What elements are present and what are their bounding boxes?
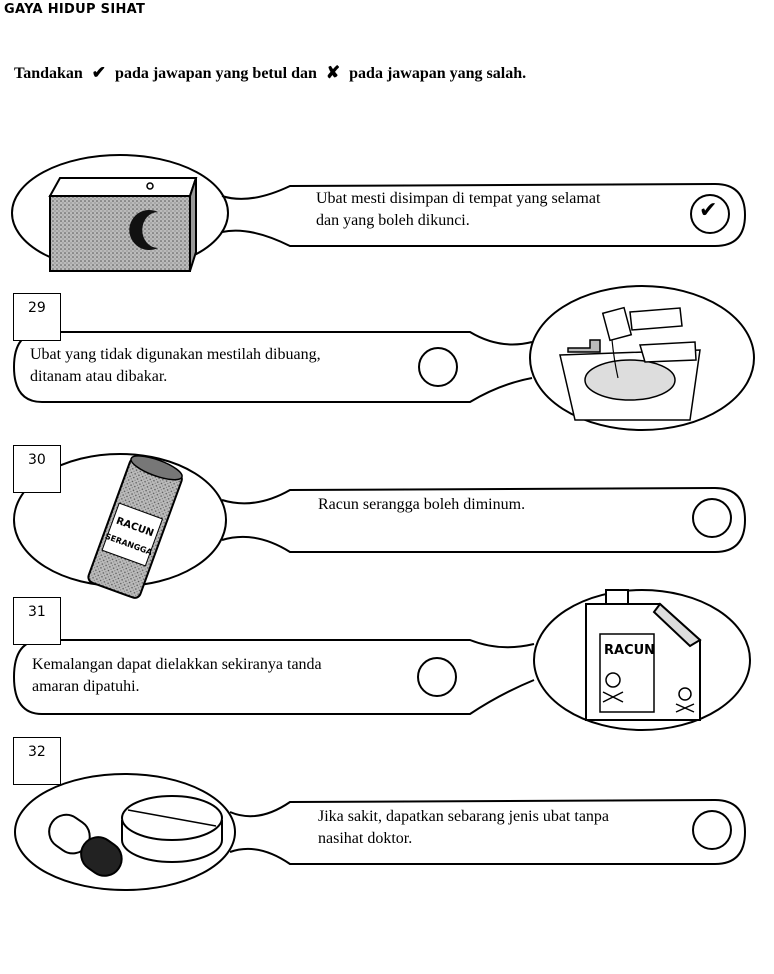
question-number-31: 31: [13, 597, 61, 645]
sink-pouring-icon: [559, 306, 701, 421]
question-number-30: 30: [13, 445, 61, 493]
instruction-part-2: pada jawapan yang betul dan: [115, 65, 317, 82]
spoon-q29: [12, 285, 755, 431]
answer-circle-q31[interactable]: [417, 657, 457, 697]
example-statement: Ubat mesti disimpan di tempat yang selam…: [316, 188, 600, 232]
answer-circle-q29[interactable]: [418, 347, 458, 387]
statement-q30: Racun serangga boleh diminum.: [318, 494, 525, 516]
statement-q32: Jika sakit, dapatkan sebarang jenis ubat…: [318, 806, 609, 850]
svg-text:RACUN: RACUN: [604, 643, 655, 658]
example-line-2: dan yang boleh dikunci.: [316, 212, 470, 229]
answer-circle-example: [690, 194, 730, 234]
insecticide-can-icon: RACUN SERANGGA: [87, 455, 183, 599]
answer-circle-q30[interactable]: [692, 498, 732, 538]
spoon-q31: [12, 589, 751, 731]
tick-symbol: ✔: [91, 63, 107, 82]
poison-jerrycan-icon: RACUN: [585, 589, 702, 721]
instruction-text: Tandakan ✔ pada jawapan yang betul dan ✘…: [14, 63, 526, 83]
q30-line-1: Racun serangga boleh diminum.: [318, 496, 526, 513]
instruction-part-3: pada jawapan yang salah.: [349, 65, 527, 82]
answer-circle-q32[interactable]: [692, 810, 732, 850]
q31-line-2: amaran dipatuhi.: [32, 678, 140, 695]
example-line-1: Ubat mesti disimpan di tempat yang selam…: [316, 190, 601, 207]
question-number-29: 29: [13, 293, 61, 341]
statement-q31: Kemalangan dapat dielakkan sekiranya tan…: [32, 654, 322, 698]
page-title: GAYA HIDUP SIHAT: [4, 2, 146, 17]
question-number-32: 32: [13, 737, 61, 785]
q32-line-1: Jika sakit, dapatkan sebarang jenis ubat…: [318, 808, 610, 825]
q32-line-2: nasihat doktor.: [318, 830, 413, 847]
statement-q29: Ubat yang tidak digunakan mestilah dibua…: [30, 344, 321, 388]
tablet-pill-icon: [121, 795, 223, 863]
spoon-q32: [14, 773, 747, 891]
capsule-pill-icon: [48, 813, 123, 877]
medicine-box-icon: [48, 177, 198, 272]
q29-line-1: Ubat yang tidak digunakan mestilah dibua…: [30, 346, 321, 363]
q31-line-1: Kemalangan dapat dielakkan sekiranya tan…: [32, 656, 322, 673]
example-answer-tick: ✔: [699, 198, 718, 223]
cross-symbol: ✘: [325, 63, 341, 82]
q29-line-2: ditanam atau dibakar.: [30, 368, 168, 385]
instruction-part-1: Tandakan: [14, 65, 83, 82]
